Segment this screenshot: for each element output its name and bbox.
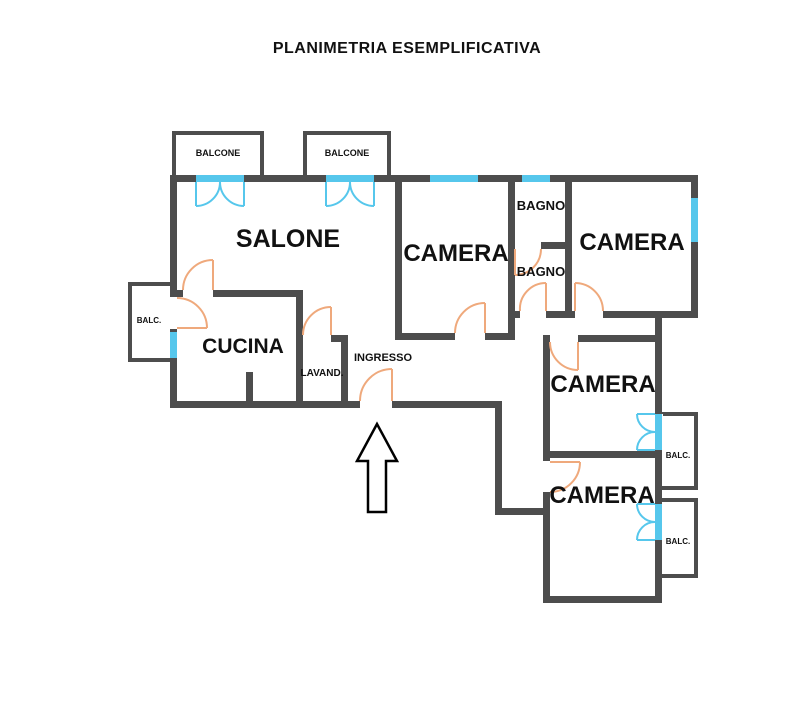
page-title: PLANIMETRIA ESEMPLIFICATIVA: [273, 40, 541, 57]
room-label-salone: SALONE: [236, 225, 340, 253]
room-label-ingresso: INGRESSO: [354, 352, 413, 364]
window: [430, 175, 478, 182]
wall-segment: [128, 282, 172, 286]
entrance-arrow-icon: [354, 421, 400, 514]
balcony-walls: [128, 131, 698, 578]
wall-segment: [495, 508, 550, 515]
door-arc: [176, 297, 208, 329]
windows: [170, 175, 698, 540]
label-balcone-top-left: BALCONE: [196, 148, 241, 158]
door-arc: [549, 461, 581, 493]
door-opening: [550, 334, 578, 343]
room-label-camera-bottom-right: CAMERA: [549, 482, 654, 509]
door-opening: [515, 241, 541, 250]
door-arc: [454, 302, 486, 334]
wall-segment: [694, 498, 698, 578]
room-label-camera-top-right: CAMERA: [579, 229, 684, 256]
balcony-door-arc: [219, 181, 245, 207]
wall-segment: [170, 401, 502, 408]
door-opening: [455, 332, 485, 341]
door-opening: [575, 310, 603, 319]
wall-segment: [694, 412, 698, 490]
door-arc: [182, 259, 214, 291]
balcony-doors: [195, 181, 656, 541]
window: [170, 332, 177, 358]
wall-segment: [662, 574, 698, 578]
door-arc: [574, 282, 604, 312]
wall-segment: [395, 175, 402, 340]
wall-segment: [260, 131, 264, 178]
door-arc: [518, 281, 547, 312]
window: [691, 198, 698, 242]
wall-segment: [128, 282, 132, 362]
wall-segment: [662, 412, 698, 416]
entrance-door-arc: [359, 368, 393, 402]
door-opening: [520, 310, 546, 319]
door-opening: [183, 289, 213, 298]
room-label-camera-top: CAMERA: [403, 240, 508, 267]
balcony-door-arc: [636, 431, 656, 451]
label-balc-left: BALC.: [137, 316, 161, 325]
window: [522, 175, 550, 182]
wall-segment: [543, 596, 662, 603]
balcony-door-arc: [325, 181, 351, 207]
wall-segment: [246, 372, 253, 408]
wall-segment: [341, 335, 348, 408]
window: [196, 175, 244, 182]
balcony-door-arc: [636, 521, 656, 541]
balcony-door-arc: [349, 181, 375, 207]
label-balc-right-lower: BALC.: [666, 537, 690, 546]
room-label-cucina: CUCINA: [202, 335, 284, 358]
wall-segment: [662, 486, 698, 490]
wall-segment: [495, 401, 502, 515]
balcony-door-arc: [636, 413, 656, 433]
wall-segment: [543, 335, 662, 342]
window: [655, 504, 662, 540]
door-opening: [542, 461, 551, 492]
wall-segment: [508, 175, 515, 340]
wall-segment: [691, 175, 698, 318]
wall-segment: [172, 131, 264, 135]
wall-segment: [296, 290, 303, 408]
wall-segment: [543, 451, 662, 458]
door-arc: [302, 306, 332, 336]
room-label-bagno-1: BAGNO: [517, 198, 565, 213]
wall-segment: [172, 131, 176, 178]
door-opening: [169, 297, 178, 329]
room-label-lavanderia: LAVAND.: [301, 368, 344, 379]
label-balc-right-upper: BALC.: [666, 451, 690, 460]
wall-segment: [128, 358, 172, 362]
wall-segment: [655, 311, 662, 603]
room-labels: SALONE CAMERA CAMERA BAGNO BAGNO CUCINA …: [137, 148, 690, 546]
interior-doors: [176, 248, 604, 493]
wall-segment: [303, 131, 391, 135]
door-opening: [360, 400, 392, 409]
balcony-door-arc: [195, 181, 221, 207]
room-label-bagno-2: BAGNO: [517, 264, 565, 279]
door-arc: [549, 341, 579, 371]
room-label-camera-middle-right: CAMERA: [550, 371, 655, 398]
label-balcone-top-middle: BALCONE: [325, 148, 370, 158]
window: [326, 175, 374, 182]
door-opening: [303, 334, 331, 343]
window: [655, 414, 662, 450]
wall-segment: [662, 498, 698, 502]
wall-segment: [387, 131, 391, 178]
door-arc: [514, 248, 542, 276]
wall-segment: [170, 290, 303, 297]
wall-segment: [303, 131, 307, 178]
